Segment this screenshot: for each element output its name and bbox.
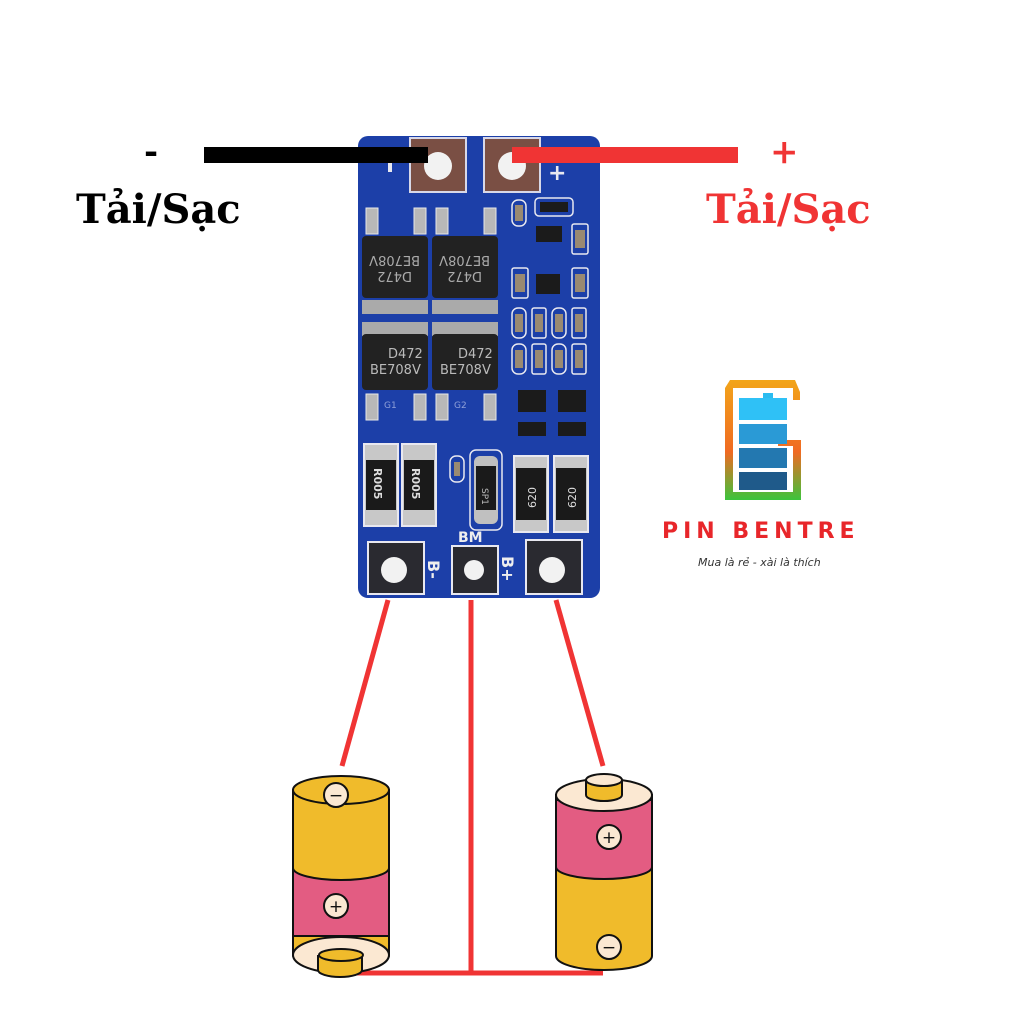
fuse <box>476 466 496 510</box>
mosfet-3-code: BE708V <box>370 363 421 378</box>
negative-load-charge-label: Tải/Sạc <box>76 186 241 233</box>
pin-bentre-logo-icon <box>725 380 801 500</box>
fuse-outline <box>469 449 503 531</box>
mosfet-leads-top <box>365 207 497 235</box>
left-battery-minus-symbol <box>323 782 349 808</box>
positive-load-charge-label: Tải/Sạc <box>706 186 871 233</box>
left-battery-top-sign: − <box>329 786 343 806</box>
brand-name: PIN BENTRE <box>662 519 860 544</box>
mosfet-tab-3 <box>362 322 428 336</box>
small-cap <box>454 462 460 476</box>
small-cap-outline <box>449 455 465 483</box>
pad-b-plus-hole <box>539 557 565 583</box>
positive-wire <box>512 147 738 163</box>
pad-b-minus-hole <box>381 557 407 583</box>
gate-label-2: G2 <box>454 401 467 411</box>
wire-b-plus <box>553 599 606 767</box>
shunt-resistors: R005 R005 <box>363 443 437 527</box>
battery-right <box>555 773 653 971</box>
right-battery-bottom-sign: − <box>602 938 616 958</box>
battery-level-4 <box>739 472 787 490</box>
mosfet-1-code: BE708V <box>369 252 420 267</box>
shunt-1-label: R005 <box>371 468 384 499</box>
positive-sign: + <box>770 132 799 172</box>
mosfet-tab-4 <box>432 322 498 336</box>
shunt-2-label: R005 <box>409 468 422 499</box>
sense-2 <box>556 468 586 520</box>
mosfet-leads-bottom <box>365 393 497 421</box>
shunt-1 <box>366 460 396 510</box>
silk-bm: BM <box>458 530 483 546</box>
sense-2-label: 620 <box>566 487 579 508</box>
right-battery-plus-symbol <box>596 824 622 850</box>
mosfet-4-code: BE708V <box>440 363 491 378</box>
gate-label-1: G1 <box>384 401 397 411</box>
brand-slogan: Mua là rẻ - xài là thích <box>698 556 821 569</box>
top-pad-minus-hole <box>424 152 452 180</box>
mosfet-2-code: BE708V <box>439 252 490 267</box>
mosfet-1-part: D472 <box>377 268 412 283</box>
mosfet-4 <box>432 334 498 390</box>
mosfet-3-part: D472 <box>388 347 423 362</box>
sense-1-label: 620 <box>526 487 539 508</box>
battery-left <box>292 775 390 978</box>
mosfet-tab-1 <box>362 300 428 314</box>
left-battery-plus-symbol <box>323 893 349 919</box>
sense-1 <box>516 468 546 520</box>
smd-ics <box>518 202 586 436</box>
smd-caps <box>515 205 585 368</box>
battery-level-2 <box>739 424 787 444</box>
shunt-2 <box>404 460 434 510</box>
mosfet-1 <box>362 236 428 298</box>
mosfet-tab-2 <box>432 300 498 314</box>
mosfet-2-part: D472 <box>447 268 482 283</box>
smd-outlines <box>511 197 589 375</box>
fuse-label: SP1 <box>479 488 489 505</box>
battery-cap <box>763 393 773 398</box>
negative-sign: - <box>144 132 159 172</box>
pad-bm-hole <box>464 560 484 580</box>
mosfet-2 <box>432 236 498 298</box>
battery-level-1 <box>739 398 787 420</box>
battery-wires <box>339 599 606 976</box>
right-battery-top-sign: + <box>602 828 616 848</box>
mosfet-4-part: D472 <box>458 347 493 362</box>
battery-level-3 <box>739 448 787 468</box>
left-battery-bottom-sign: + <box>329 897 343 917</box>
negative-wire <box>204 147 428 163</box>
wire-b-minus <box>339 599 391 767</box>
mosfet-3 <box>362 334 428 390</box>
silk-plus: + <box>548 161 566 186</box>
right-battery-minus-symbol <box>596 934 622 960</box>
silk-b-plus: B+ <box>498 556 517 582</box>
silk-b-minus: B- <box>424 560 443 579</box>
sense-resistors: 620 620 <box>513 455 589 533</box>
